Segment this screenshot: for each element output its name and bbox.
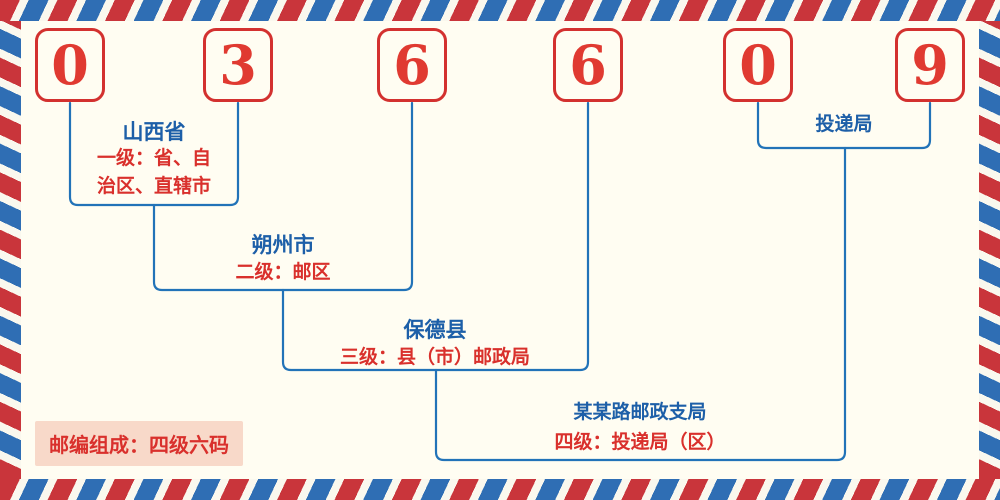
postal-digit-6: 9 xyxy=(911,33,949,97)
postal-digit-1: 0 xyxy=(51,33,89,97)
bracket-level4 xyxy=(434,146,847,462)
level3-description: 三级：县（市）邮政局 xyxy=(339,346,531,368)
postal-digit-box-3: 6 xyxy=(377,28,447,102)
level3-region-name: 保德县 xyxy=(403,318,467,342)
postal-code-composition-badge: 邮编组成：四级六码 xyxy=(35,421,243,466)
level1-region-name: 山西省 xyxy=(122,120,186,144)
postal-digit-box-6: 9 xyxy=(895,28,965,102)
airmail-stripe-bottom xyxy=(0,479,1000,500)
postal-digit-box-2: 3 xyxy=(203,28,273,102)
level1-description: 一级：省、自治区、直辖市 xyxy=(96,147,211,197)
postal-digit-3: 6 xyxy=(393,33,431,97)
level4-office-name: 某某路邮政支局 xyxy=(573,401,707,423)
airmail-stripe-left xyxy=(0,21,21,479)
airmail-stripe-right xyxy=(979,21,1000,479)
postal-digit-5: 0 xyxy=(739,33,777,97)
postal-digit-box-4: 6 xyxy=(553,28,623,102)
postal-digit-2: 3 xyxy=(219,33,257,97)
level2-region-name: 朔州市 xyxy=(251,233,315,257)
airmail-stripe-top xyxy=(0,0,1000,21)
delivery-office-label: 投递局 xyxy=(815,113,873,135)
postal-digit-4: 6 xyxy=(569,33,607,97)
level4-description: 四级：投递局（区） xyxy=(554,431,726,453)
postal-digit-box-1: 0 xyxy=(35,28,105,102)
level2-description: 二级：邮区 xyxy=(235,261,331,283)
postal-digit-box-5: 0 xyxy=(723,28,793,102)
bracket-delivery xyxy=(756,101,932,150)
